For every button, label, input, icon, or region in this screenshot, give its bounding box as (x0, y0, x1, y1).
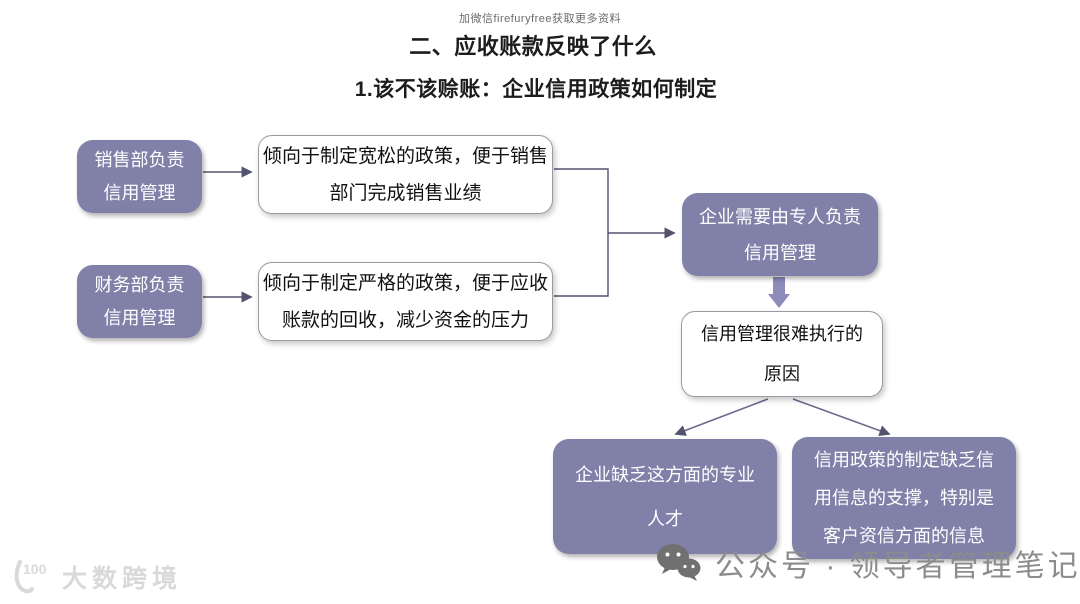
node-lack-of-credit-info: 信用政策的制定缺乏信 用信息的支撑，特别是 客户资信方面的信息 (792, 437, 1016, 559)
node-text-line: 部门完成销售业绩 (329, 182, 482, 204)
merge-bracket-line (554, 168, 609, 297)
wechat-watermark: 公众号 · 领导者管理笔记 (655, 541, 1080, 585)
node-text-line: 信用管理 (103, 182, 176, 203)
node-text-line: 销售部负责 (94, 149, 185, 170)
node-text-line: 客户资信方面的信息 (823, 526, 985, 546)
node-text-line: 倾向于制定严格的政策，便于应收 (262, 272, 548, 294)
node-text-line: 人才 (647, 508, 683, 529)
big-data-logo-text: 大数跨境 (62, 565, 183, 593)
top-watermark: 加微信firefuryfree获取更多资料 (458, 13, 622, 25)
node-text-line: 账款的回收，减少资金的压力 (281, 309, 529, 331)
node-dedicated-person: 企业需要由专人负责 信用管理 (682, 193, 878, 276)
node-sales-dept: 销售部负责 信用管理 (77, 140, 202, 213)
page-title: 二、应收账款反映了什么 (409, 34, 657, 59)
big-data-logo-icon: 100 (14, 560, 47, 594)
node-text-line: 信用管理 (744, 242, 816, 263)
big-data-crossborder-logo: 100 大数跨境 (10, 558, 182, 596)
node-text-line: 信用管理 (103, 307, 176, 328)
wechat-watermark-text: 公众号 · 领导者管理笔记 (715, 550, 1080, 583)
node-strict-policy: 倾向于制定严格的政策，便于应收 账款的回收，减少资金的压力 (258, 262, 553, 341)
node-text-line: 企业需要由专人负责 (699, 206, 861, 227)
node-text-line: 倾向于制定宽松的政策，便于销售 (262, 145, 548, 167)
node-text-line: 原因 (764, 364, 800, 384)
node-text-line: 信用管理很难执行的 (701, 324, 863, 344)
node-finance-dept: 财务部负责 信用管理 (77, 265, 202, 338)
wechat-icon (657, 544, 701, 581)
node-text-line: 用信息的支撑，特别是 (814, 488, 994, 508)
page-subtitle: 1.该不该赊账：企业信用政策如何制定 (354, 78, 718, 101)
arrow-to-talent (674, 398, 769, 436)
node-text-line: 信用政策的制定缺乏信 (814, 450, 994, 470)
node-text-line: 企业缺乏这方面的专业 (575, 464, 755, 485)
node-text-line: 财务部负责 (94, 274, 185, 295)
node-execution-difficulty: 信用管理很难执行的 原因 (681, 311, 883, 397)
arrow-to-info (792, 398, 891, 437)
node-loose-policy: 倾向于制定宽松的政策，便于销售 部门完成销售业绩 (258, 135, 553, 214)
node-lack-of-talent: 企业缺乏这方面的专业 人才 (553, 439, 777, 554)
svg-text:100: 100 (23, 561, 47, 577)
block-arrow-down-icon (768, 277, 790, 308)
